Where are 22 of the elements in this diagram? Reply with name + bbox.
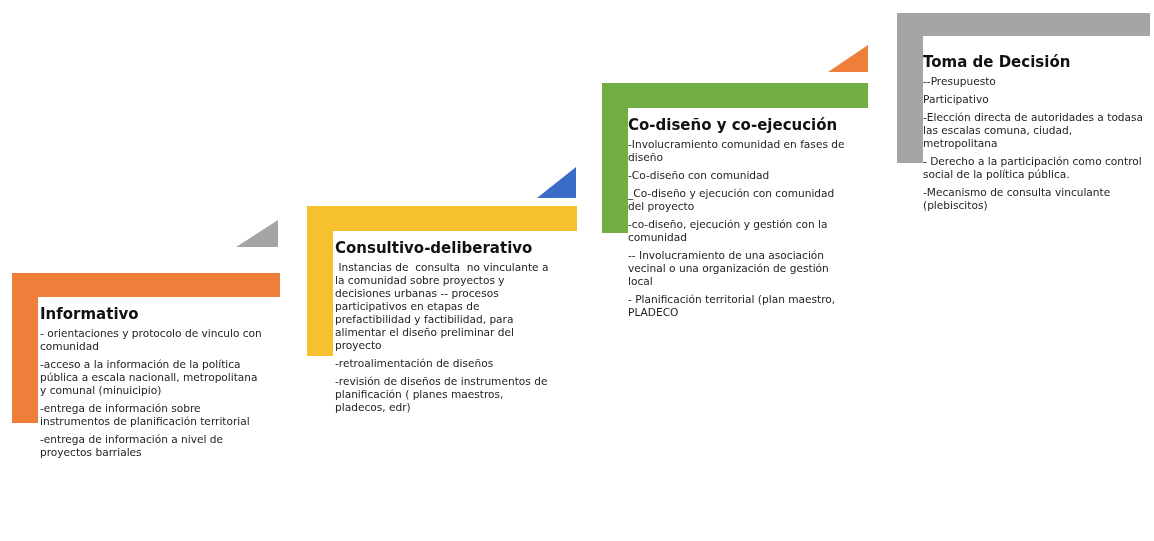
- step-item: -Elección directa de autoridades a todasa las escalas comuna, ciudad, metropolitana: [923, 111, 1145, 150]
- step-item: - Planificación territorial (plan maestro, PLADECO: [628, 293, 837, 319]
- step-item: Participativo: [923, 93, 990, 106]
- step-heading: Co-diseño y co-ejecución: [628, 116, 839, 134]
- step-item: -entrega de información sobre instrumentos de planificación territorial: [40, 402, 251, 428]
- step-heading: Informativo: [40, 305, 140, 323]
- step-item: -- Involucramiento de una asociación vecinal o una organización de gestión local: [628, 249, 830, 288]
- step-heading: Consultivo-deliberativo: [335, 239, 534, 257]
- step-item: -Mecanismo de consulta vinculante (plebiscitos): [923, 186, 1112, 212]
- step-item: - Derecho a la participación como control social de la política pública.: [923, 155, 1143, 181]
- step-item: - orientaciones y protocolo de vinculo con comunidad: [40, 327, 262, 353]
- step-item: -revisión de diseños de instrumentos de planificación ( planes maestros, pladecos, edr): [335, 375, 549, 414]
- step-item: --Presupuesto: [923, 75, 997, 88]
- step-item: -co-diseño, ejecución y gestión con la comunidad: [628, 218, 829, 244]
- step-item: -Involucramiento comunidad en fases de diseño: [628, 138, 846, 164]
- step-item: _Co-diseño y ejecución con comunidad del proyecto: [628, 187, 836, 213]
- step-item: -acceso a la información de la política pública a escala nacionall, metropolitana y comunal (minuicipio): [40, 358, 259, 397]
- step-heading: Toma de Decisión: [923, 53, 1072, 71]
- step-item: -Co-diseño con comunidad: [628, 169, 771, 182]
- step-item: -retroalimentación de diseños: [335, 357, 495, 370]
- step-item: -entrega de información a nivel de proyectos barriales: [40, 433, 225, 459]
- step-item: Instancias de consulta no vinculante a la comunidad sobre proyectos y decisiones urbanas -- procesos participativos en etapas de prefactibilidad y factibilidad, para alimentar el diseño preliminar del proyecto: [335, 261, 550, 352]
